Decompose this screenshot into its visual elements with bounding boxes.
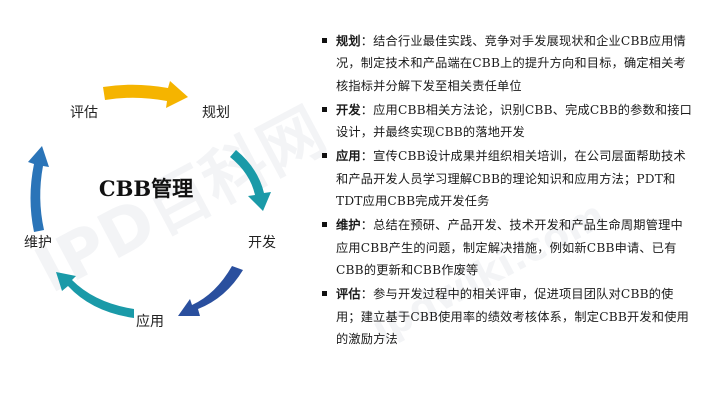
description-text: 参与开发过程中的相关评审，促进项目团队对CBB的使用；建立基于CBB使用率的绩效…	[336, 287, 689, 346]
bullet-square-icon	[322, 153, 327, 159]
bullet-square-icon	[322, 38, 327, 43]
description-term: 规划	[336, 34, 361, 48]
center-label: CBB管理	[99, 176, 193, 201]
description-term: 评估	[336, 287, 361, 302]
bullet-square-icon	[322, 222, 327, 228]
description-text: 结合行业最佳实践、竞争对手发展现状和企业CBB应用情况，制定技术和产品端在CBB…	[336, 34, 686, 93]
stage-description-list: 规划：结合行业最佳实践、竞争对手发展现状和企业CBB应用情况，制定技术和产品端在…	[322, 30, 694, 352]
bullet-square-icon	[322, 106, 327, 112]
description-term: 应用	[336, 149, 361, 164]
description-plan: 规划：结合行业最佳实践、竞争对手发展现状和企业CBB应用情况，制定技术和产品端在…	[322, 30, 694, 97]
description-evaluate: 评估：参与开发过程中的相关评审，促进项目团队对CBB的使用；建立基于CBB使用率…	[322, 283, 694, 350]
description-separator: ：	[360, 34, 374, 48]
description-text: 总结在预研、产品开发、技术开发和产品生命周期管理中应用CBB产生的问题，制定解决…	[336, 218, 683, 277]
stage-label-plan: 规划	[202, 105, 230, 121]
bullet-square-icon	[322, 291, 327, 297]
arrow-develop-to-apply	[178, 266, 243, 316]
arrow-apply-to-maintain	[56, 272, 134, 318]
description-separator: ：	[360, 218, 374, 233]
description-separator: ：	[360, 287, 374, 302]
stage-label-evaluate: 评估	[70, 105, 98, 121]
stage-label-apply: 应用	[136, 313, 164, 330]
arrow-maintain-to-evaluate	[28, 146, 49, 232]
description-term: 维护	[336, 218, 361, 233]
description-maintain: 维护：总结在预研、产品开发、技术开发和产品生命周期管理中应用CBB产生的问题，制…	[322, 214, 694, 281]
description-term: 开发	[336, 102, 361, 117]
arrow-evaluate-to-plan	[103, 81, 188, 108]
stage-label-develop: 开发	[248, 235, 276, 251]
description-separator: ：	[360, 102, 374, 117]
description-apply: 应用：宣传CBB设计成果并组织相关培训，在公司层面帮助技术和产品开发人员学习理解…	[322, 145, 694, 212]
description-separator: ：	[360, 149, 374, 164]
arrow-plan-to-develop	[230, 150, 271, 211]
description-text: 宣传CBB设计成果并组织相关培训，在公司层面帮助技术和产品开发人员学习理解CBB…	[336, 149, 686, 209]
description-text: 应用CBB相关方法论，识别CBB、完成CBB的参数和接口设计，并最终实现CBB的…	[336, 102, 693, 140]
description-develop: 开发：应用CBB相关方法论，识别CBB、完成CBB的参数和接口设计，并最终实现C…	[322, 99, 694, 144]
stage-label-maintain: 维护	[24, 235, 52, 251]
